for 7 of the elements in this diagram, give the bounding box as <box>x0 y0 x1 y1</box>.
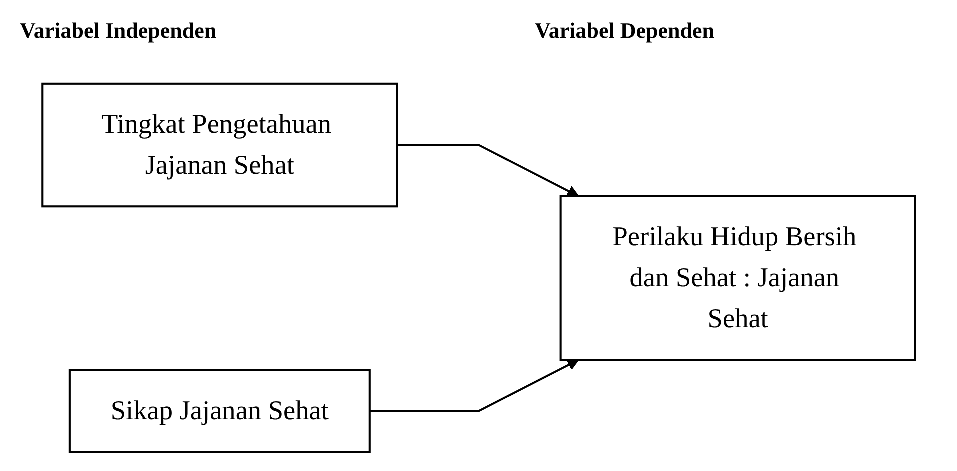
column-heading: Variabel Independen <box>20 18 217 44</box>
node-box: Sikap Jajanan Sehat <box>68 368 370 453</box>
node-box: Tingkat Pengetahuan Jajanan Sehat <box>41 82 398 208</box>
node-box: Perilaku Hidup Bersih dan Sehat : Jajanan Sehat <box>559 194 916 361</box>
column-heading: Variabel Dependen <box>535 18 714 44</box>
arrow <box>396 144 579 196</box>
arrow <box>369 359 579 412</box>
